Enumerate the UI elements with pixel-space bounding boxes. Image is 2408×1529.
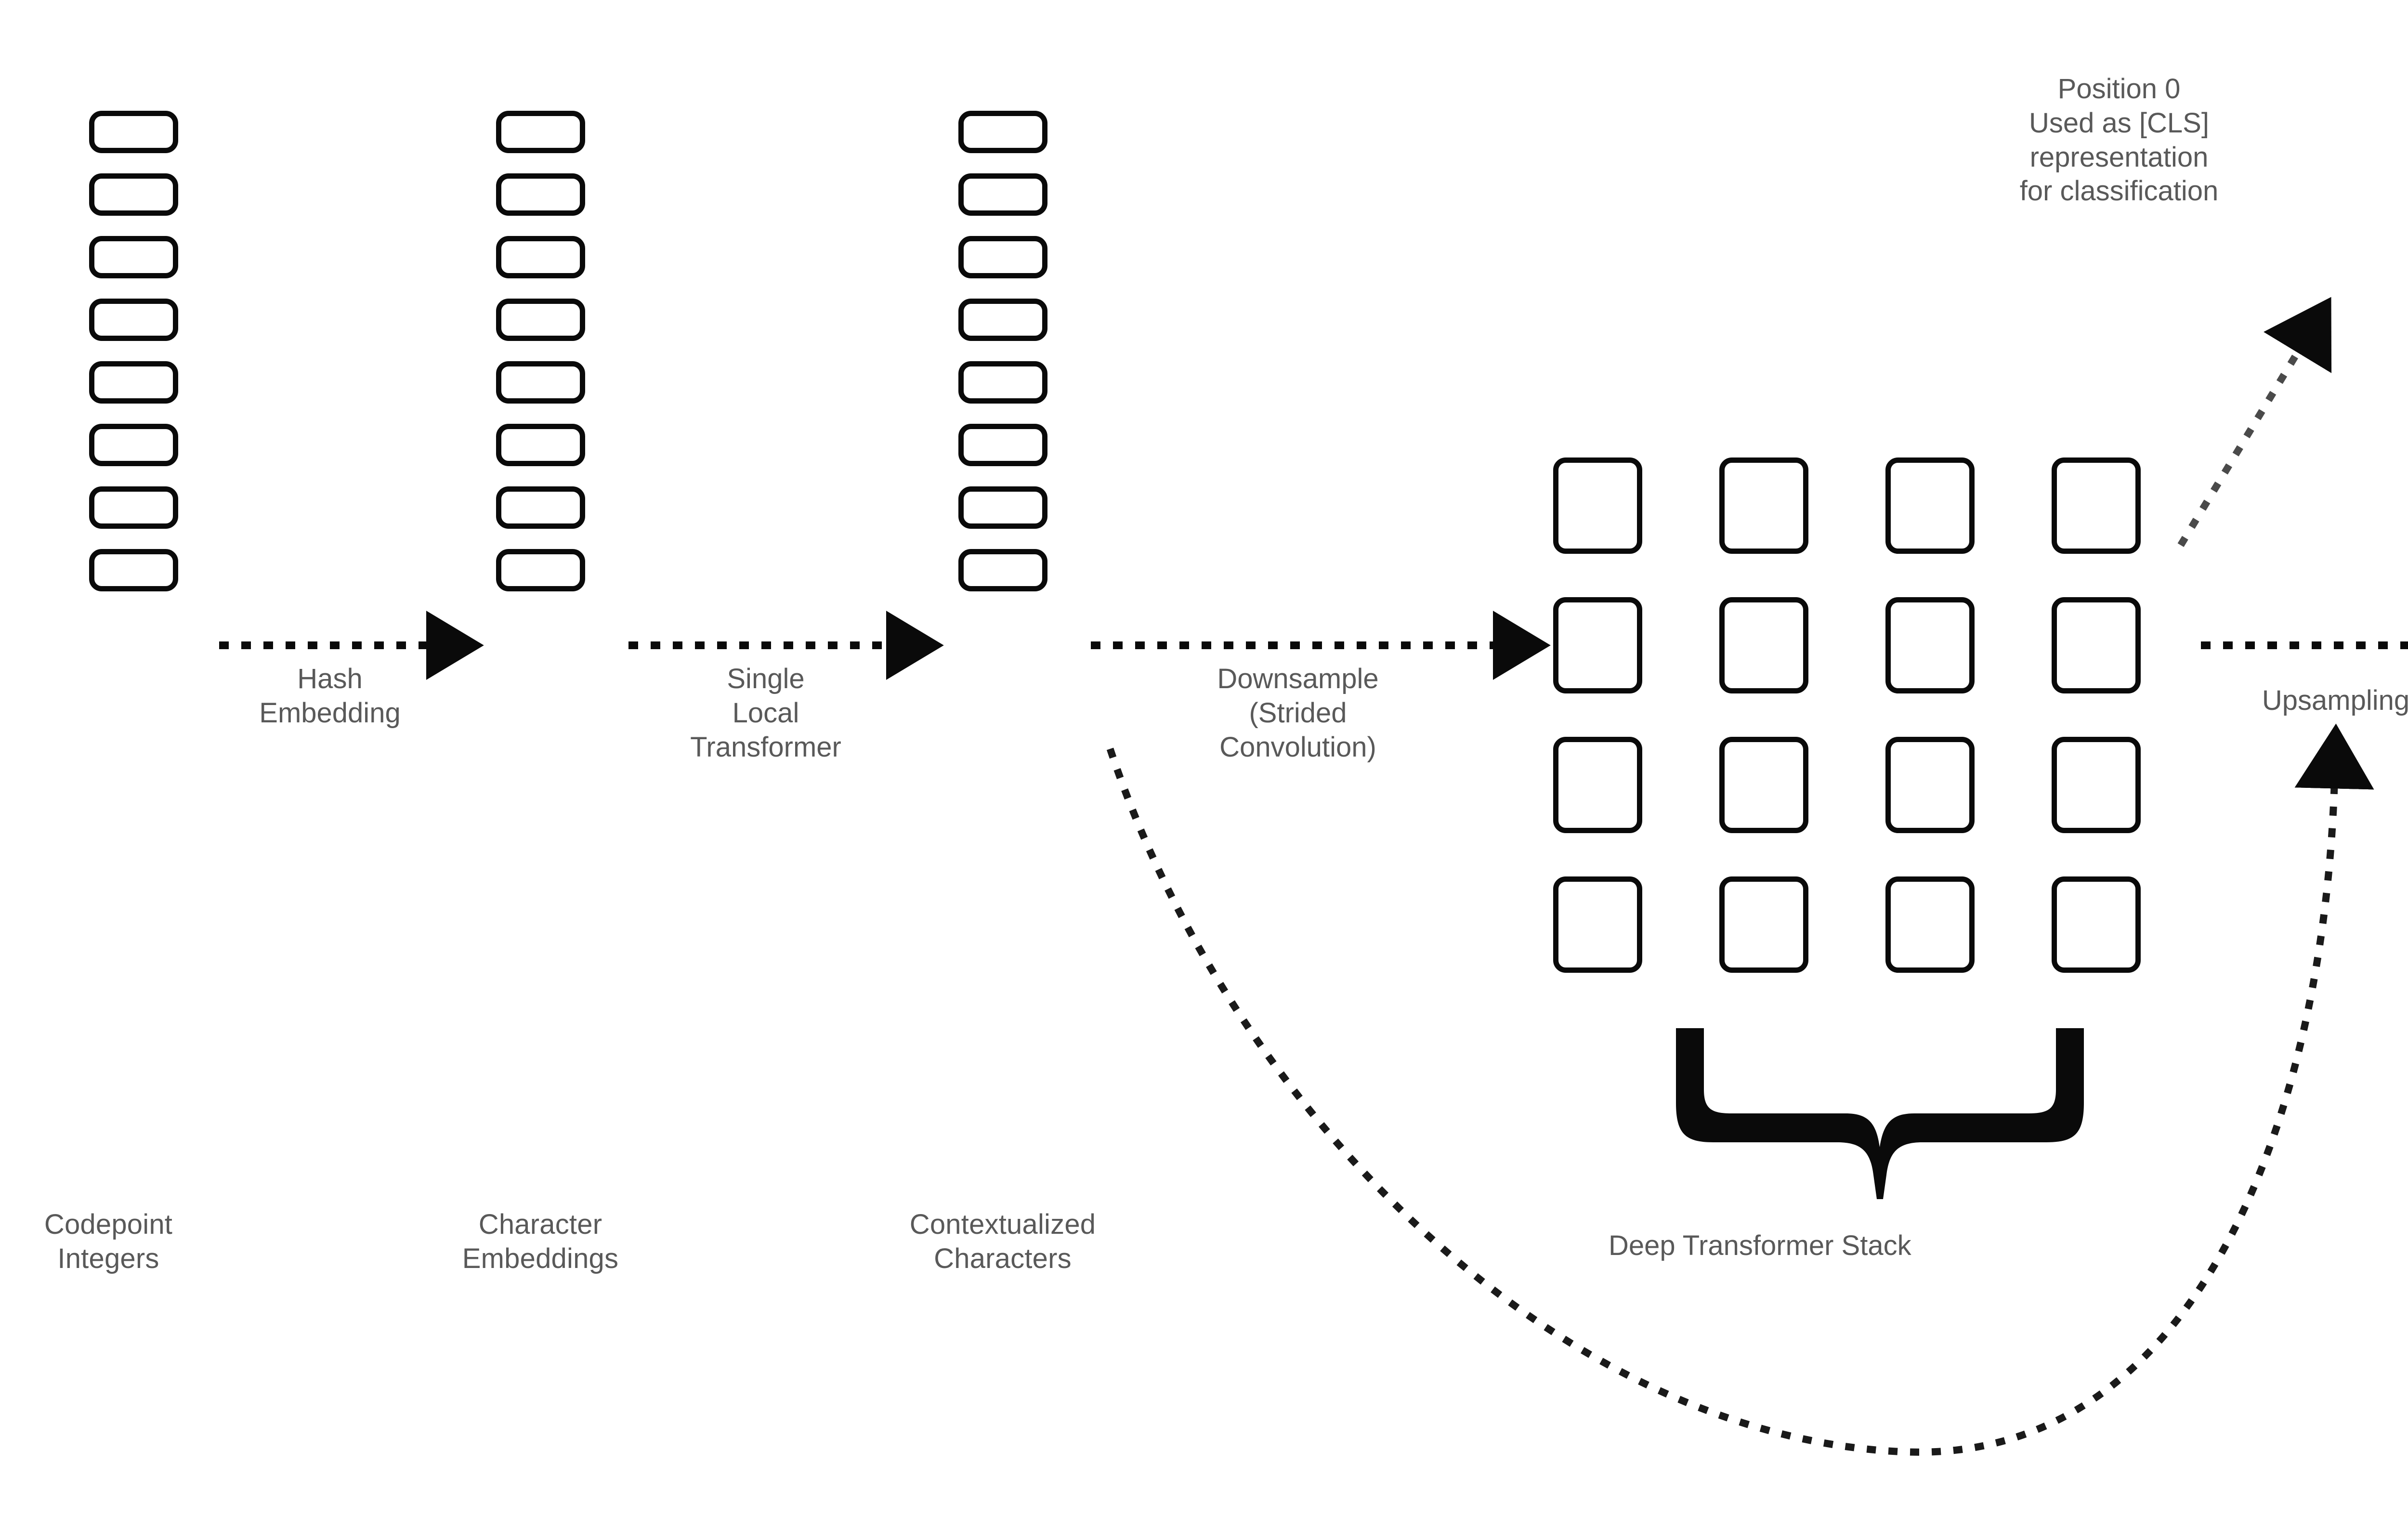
grid-cell [1719, 876, 1808, 973]
cell [958, 111, 1047, 153]
cell [89, 361, 178, 404]
cell [89, 549, 178, 591]
grid-cell [1885, 457, 1975, 554]
grid-cell [1885, 876, 1975, 973]
cell [958, 173, 1047, 216]
arrow-cls-pointer [2177, 297, 2332, 547]
grid-cell [1885, 737, 1975, 833]
cell [958, 424, 1047, 466]
grid-cell [1553, 597, 1642, 693]
label-deep-transformer-stack: Deep Transformer Stack [1609, 1230, 1911, 1261]
arrow-label-downsample: Downsample (Strided Convolution) [1217, 663, 1379, 763]
grid-cell [1553, 737, 1642, 833]
cell [958, 236, 1047, 278]
cell [496, 361, 585, 404]
grid-cell [1719, 737, 1808, 833]
cell [958, 549, 1047, 591]
cell [496, 173, 585, 216]
cell [496, 111, 585, 153]
grid-cell [2052, 737, 2141, 833]
grid-cell [2052, 597, 2141, 693]
cell [496, 549, 585, 591]
cell [89, 299, 178, 341]
label-codepoint-integers: Codepoint Integers [44, 1209, 173, 1274]
cell [958, 299, 1047, 341]
cell [89, 486, 178, 529]
cell [958, 361, 1047, 404]
cell [496, 424, 585, 466]
label-character-embeddings: Character Embeddings [462, 1209, 619, 1274]
arrow-label-single-local-transformer: Single Local Transformer [690, 663, 841, 763]
annotation-cls-note: Position 0 Used as [CLS] representation … [2019, 73, 2219, 207]
grid-cell [1553, 876, 1642, 973]
cell [496, 486, 585, 529]
grid-cell [1885, 597, 1975, 693]
arrow-residual-skip-connection [1106, 723, 2374, 1456]
deep-transformer-stack-brace [1676, 1028, 2084, 1199]
grid-cell [1719, 597, 1808, 693]
cell [89, 424, 178, 466]
label-contextualized-characters: Contextualized Characters [909, 1209, 1096, 1274]
cell [89, 173, 178, 216]
grid-cell [2052, 457, 2141, 554]
grid-cell [1719, 457, 1808, 554]
cell [496, 236, 585, 278]
cell [89, 236, 178, 278]
arrow-label-upsampling: Upsampling [2262, 685, 2408, 716]
cell [496, 299, 585, 341]
grid-cell [1553, 457, 1642, 554]
grid-cell [2052, 876, 2141, 973]
cell [89, 111, 178, 153]
arrow-label-hash-embedding: Hash Embedding [259, 663, 401, 729]
cell [958, 486, 1047, 529]
